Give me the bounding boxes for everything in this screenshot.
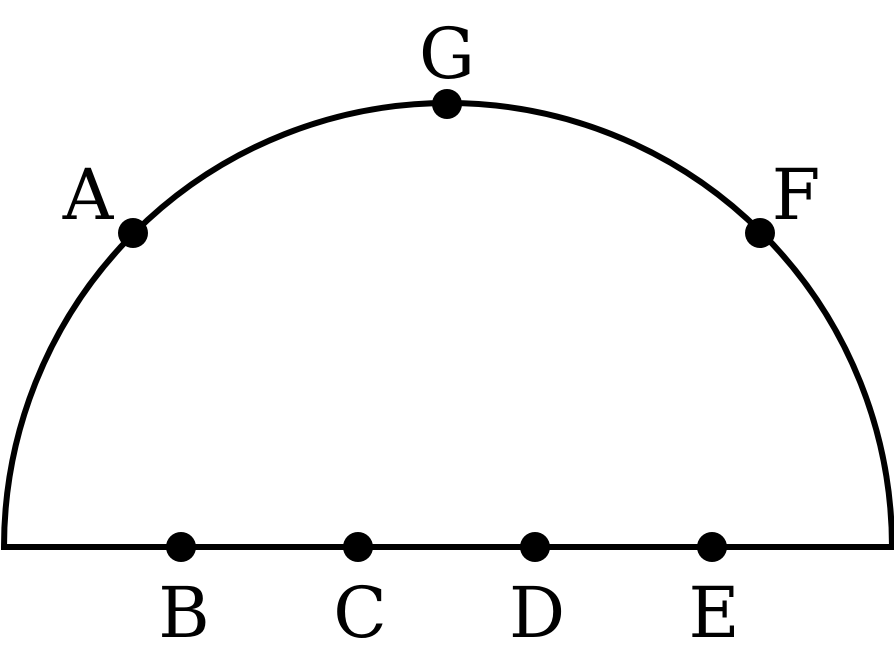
point-g-label: G — [419, 13, 475, 95]
point-f-dot — [745, 218, 775, 248]
point-a-dot — [118, 218, 148, 248]
point-f-label: F — [772, 154, 821, 236]
point-c-dot — [343, 532, 373, 562]
point-e-dot — [697, 532, 727, 562]
semicircle-outline — [0, 100, 894, 550]
point-b-dot — [166, 532, 196, 562]
point-d-dot — [520, 532, 550, 562]
point-e-label: E — [688, 572, 739, 654]
point-c-label: C — [333, 572, 387, 654]
point-g-dot — [432, 89, 462, 119]
point-a-label: A — [62, 154, 115, 236]
point-b-label: B — [158, 572, 209, 654]
point-d-label: D — [509, 572, 565, 654]
